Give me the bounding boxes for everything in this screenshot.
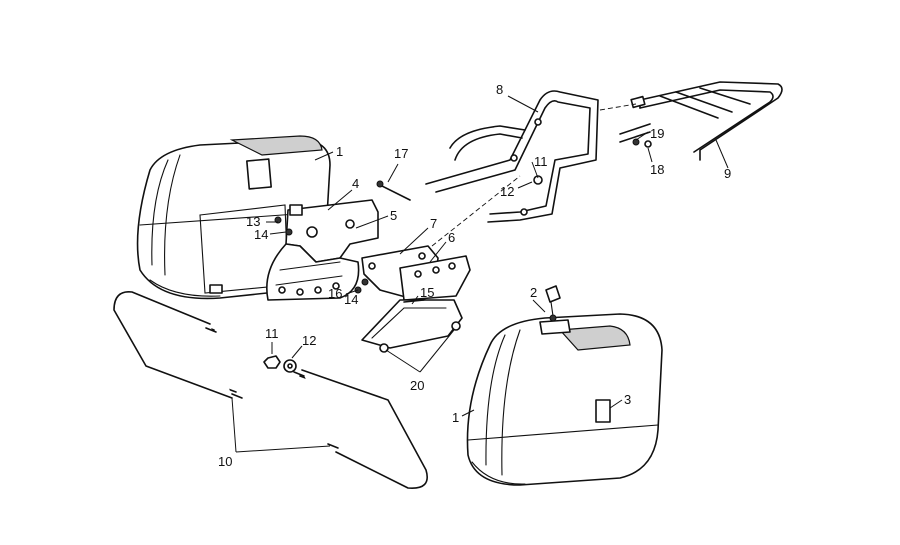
callout-3: 3 <box>624 392 631 407</box>
callout-1-left: 1 <box>336 144 343 159</box>
callout-17: 17 <box>394 146 408 161</box>
upper-side-frame <box>425 90 599 223</box>
callout-12-lower: 12 <box>302 333 316 348</box>
callout-8: 8 <box>496 82 503 97</box>
left-mounting-plate <box>266 199 379 301</box>
callout-14-center: 14 <box>344 292 358 307</box>
rear-luggage-rack <box>619 81 783 161</box>
nut-and-washer <box>263 355 297 373</box>
right-pannier-case <box>466 313 663 486</box>
lower-support-frame <box>361 299 463 353</box>
callout-16: 16 <box>328 286 342 301</box>
right-crash-bar <box>293 369 428 489</box>
callout-19: 19 <box>650 126 664 141</box>
center-mounting-plates <box>361 245 471 301</box>
callout-7: 7 <box>430 216 437 231</box>
callout-20: 20 <box>410 378 424 393</box>
left-crash-bar <box>113 291 243 399</box>
callout-6: 6 <box>448 230 455 245</box>
callout-2: 2 <box>530 285 537 300</box>
callout-18: 18 <box>650 162 664 177</box>
callout-4: 4 <box>352 176 359 191</box>
callout-12-upper: 12 <box>500 184 514 199</box>
callout-13: 13 <box>246 214 260 229</box>
callout-14-left: 14 <box>254 227 268 242</box>
callout-11-upper: 11 <box>534 154 548 169</box>
leader-lines <box>231 95 729 453</box>
assembly-lines <box>431 103 637 247</box>
callout-10: 10 <box>218 454 232 469</box>
callout-5: 5 <box>390 208 397 223</box>
callout-1-right: 1 <box>452 410 459 425</box>
callout-15: 15 <box>420 285 434 300</box>
callout-11-lower: 11 <box>265 326 279 341</box>
callout-labels: 1 1 2 3 4 5 6 7 8 9 10 11 11 12 12 13 14… <box>218 82 731 469</box>
lock-key-part <box>545 285 561 322</box>
callout-9: 9 <box>724 166 731 181</box>
